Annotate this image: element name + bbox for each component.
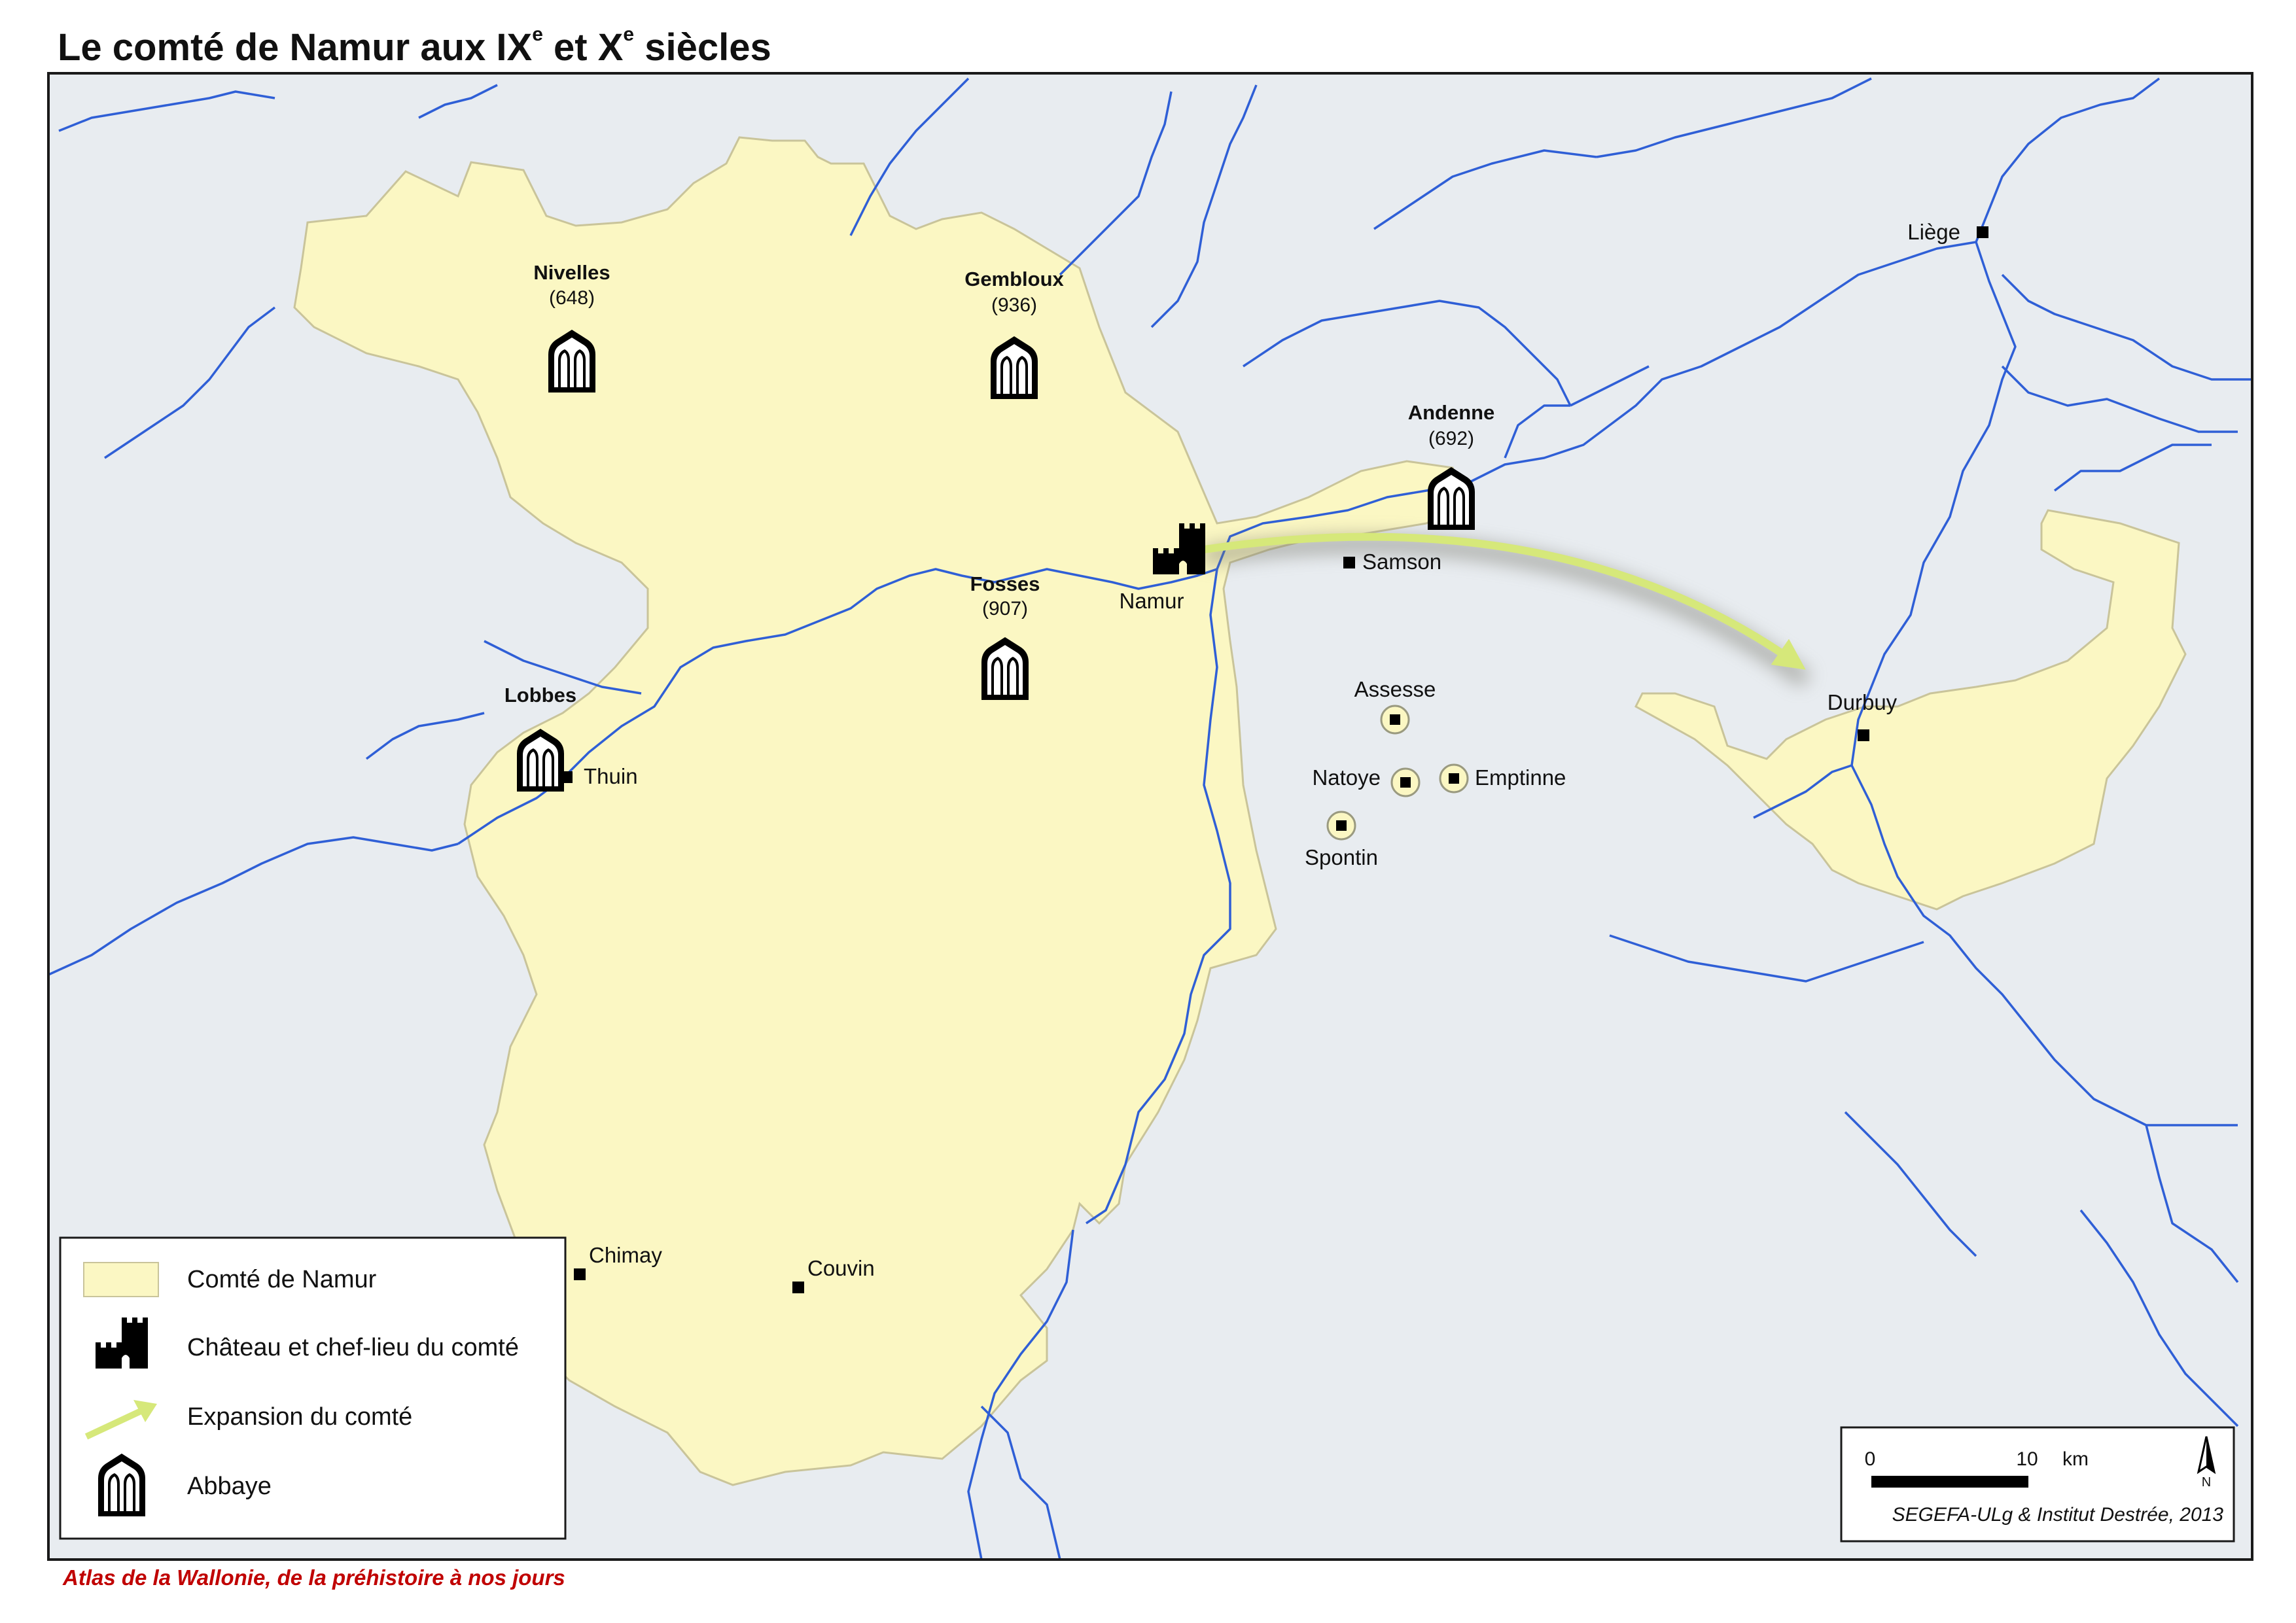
place-label-chimay: Chimay <box>589 1243 662 1267</box>
abbey-name-fosses: Fosses <box>970 572 1040 595</box>
scale-bar <box>1871 1476 2028 1488</box>
town-marker-samson <box>1343 557 1355 568</box>
expansion-arrow <box>1203 532 1806 670</box>
abbey-name-lobbes: Lobbes <box>504 684 576 707</box>
territory-durbuy <box>1634 509 2187 911</box>
arrow-icon <box>84 1400 157 1440</box>
legend-label-abbey: Abbaye <box>187 1473 272 1500</box>
place-label-durbuy: Durbuy <box>1828 690 1898 714</box>
abbey-year-nivelles: (648) <box>549 287 595 309</box>
place-label-assesse: Assesse <box>1354 677 1436 701</box>
town-marker-liege <box>1977 226 1988 238</box>
town-marker-couvin <box>792 1282 804 1293</box>
place-label-namur: Namur <box>1119 589 1184 613</box>
place-label-couvin: Couvin <box>807 1256 875 1280</box>
map-title: Le comté de Namur aux IXe et Xe siècles <box>58 24 771 69</box>
abbey-year-gembloux: (936) <box>991 294 1037 316</box>
town-marker-chimay <box>574 1268 586 1280</box>
scale-box: 0 10 km N SEGEFA-ULg & Institut Destrée,… <box>1840 1426 2235 1543</box>
town-marker-spontin <box>1326 811 1356 841</box>
map-frame <box>47 72 2253 1561</box>
legend-label-expansion: Expansion du comté <box>187 1403 412 1431</box>
expansion-arrow-shadow <box>1203 535 1811 688</box>
scale-label-ten: 10 <box>2016 1448 2038 1470</box>
abbey-year-fosses: (907) <box>982 598 1028 620</box>
legend-label-territory: Comté de Namur <box>187 1266 377 1293</box>
place-label-spontin: Spontin <box>1305 845 1378 869</box>
place-label-emptinne: Emptinne <box>1475 765 1566 790</box>
place-label-liege: Liège <box>1907 220 1960 244</box>
territory-swatch <box>83 1262 159 1297</box>
place-label-samson: Samson <box>1362 550 1441 574</box>
territory-main <box>293 136 1467 1486</box>
rivers <box>48 77 2251 1560</box>
town-marker-thuin <box>561 771 573 783</box>
town-marker-emptinne <box>1439 763 1469 794</box>
legend: Comté de Namur Château et chef-lieu du c… <box>59 1236 567 1540</box>
atlas-footer: Atlas de la Wallonie, de la préhistoire … <box>63 1565 565 1590</box>
credit-text: SEGEFA-ULg & Institut Destrée, 2013 <box>1892 1504 2224 1526</box>
town-marker-assesse <box>1380 705 1410 735</box>
place-label-natoye: Natoye <box>1312 765 1381 790</box>
abbey-name-gembloux: Gembloux <box>964 268 1064 290</box>
north-arrow-icon <box>2197 1436 2216 1475</box>
place-label-thuin: Thuin <box>584 764 638 788</box>
abbey-name-andenne: Andenne <box>1408 401 1495 424</box>
town-marker-durbuy <box>1858 729 1869 741</box>
scale-label-zero: 0 <box>1865 1448 1876 1470</box>
town-marker-natoye <box>1390 767 1421 797</box>
abbey-name-nivelles: Nivelles <box>533 261 610 284</box>
abbey-year-andenne: (692) <box>1428 428 1474 449</box>
north-label: N <box>2202 1475 2211 1490</box>
legend-label-castle: Château et chef-lieu du comté <box>187 1334 519 1361</box>
scale-label-unit: km <box>2062 1448 2089 1470</box>
